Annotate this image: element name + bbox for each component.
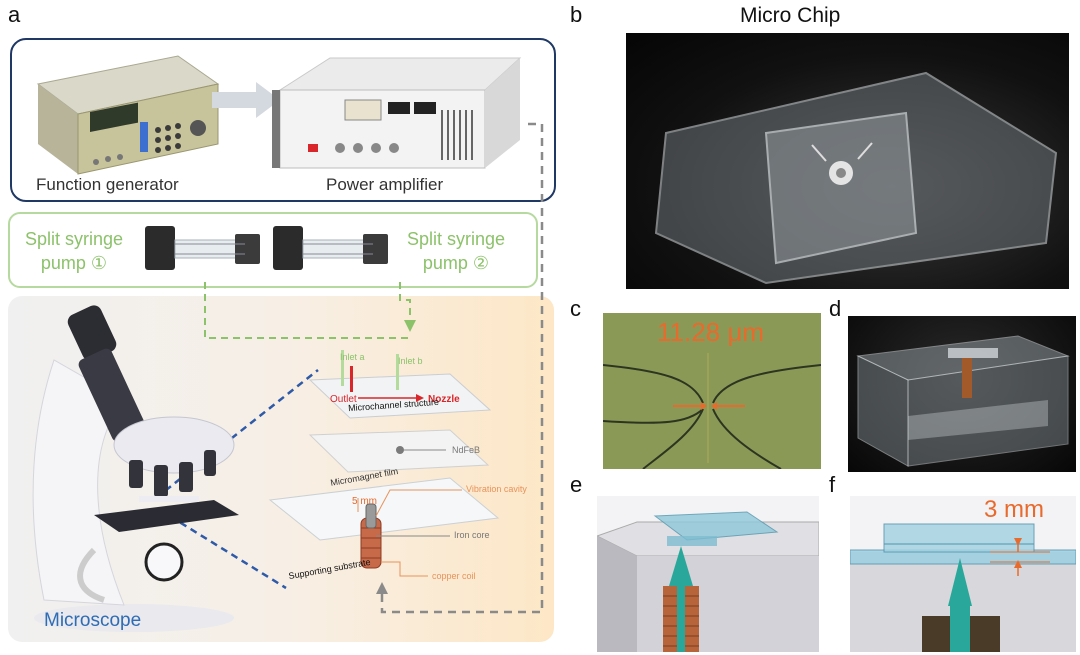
- pump1-label-line2: pump ①: [40, 253, 108, 273]
- panel-letter-b: b: [570, 2, 583, 27]
- microscope-illustration: [32, 305, 239, 632]
- syringe-pump-1-illustration: [145, 226, 260, 270]
- panel-letter-c: c: [570, 296, 581, 321]
- ndfeb-label: NdFeB: [452, 445, 481, 455]
- pump1-label-line1: Split syringe: [24, 229, 124, 249]
- packaged-device-photo: [848, 316, 1076, 472]
- panel-letter-a: a: [8, 2, 21, 27]
- nozzle-micrograph: 11.28 μm: [603, 313, 821, 469]
- nozzle-label: Nozzle: [428, 394, 460, 405]
- vibration-cavity-label: Vibration cavity: [466, 484, 527, 494]
- cad-perspective-view: [597, 496, 819, 652]
- packaged-device-box: [856, 335, 1070, 467]
- panel-letter-d: d: [829, 296, 842, 321]
- outlet-label: Outlet: [330, 394, 357, 405]
- syringe-pump-2-illustration: [273, 226, 388, 270]
- cad-section-drawing: [850, 523, 1076, 652]
- power-amplifier-label: Power amplifier: [326, 175, 444, 194]
- nozzle-channel-lines: [603, 353, 821, 469]
- inlet-a-label: Inlet a: [340, 352, 365, 362]
- cad-section-view: 3 mm: [850, 496, 1076, 652]
- pump1-label: Split syringe pump ①: [14, 227, 134, 275]
- cad-perspective-drawing: [597, 511, 819, 652]
- pump2-label-line2: pump ②: [422, 253, 490, 273]
- instruments-box: [10, 38, 556, 202]
- inlet-b-label: Inlet b: [398, 356, 423, 366]
- panel-letter-e: e: [570, 472, 583, 497]
- microscope-label: Microscope: [44, 610, 142, 631]
- micro-chip-photo: [626, 33, 1069, 289]
- panel-b-title: Micro Chip: [740, 4, 841, 27]
- gap-measurement: 3 mm: [984, 496, 1044, 523]
- micro-chip-glass: [654, 71, 1058, 285]
- pump2-label: Split syringe pump ②: [396, 227, 516, 275]
- iron-core-label: Iron core: [454, 530, 490, 540]
- pumps-box: [8, 212, 538, 288]
- five-mm-label: 5 mm: [352, 496, 377, 507]
- copper-coil-label: copper coil: [432, 571, 476, 581]
- power-amplifier-illustration: [272, 57, 522, 169]
- nozzle-width-measurement: 11.28 μm: [657, 317, 764, 347]
- panel-letter-f: f: [829, 472, 836, 497]
- function-generator-label: Function generator: [36, 175, 179, 194]
- chip-exploded-diagram: [268, 350, 500, 577]
- signal-arrow: [212, 82, 280, 118]
- pump2-label-line1: Split syringe: [406, 229, 506, 249]
- function-generator-illustration: [36, 55, 220, 175]
